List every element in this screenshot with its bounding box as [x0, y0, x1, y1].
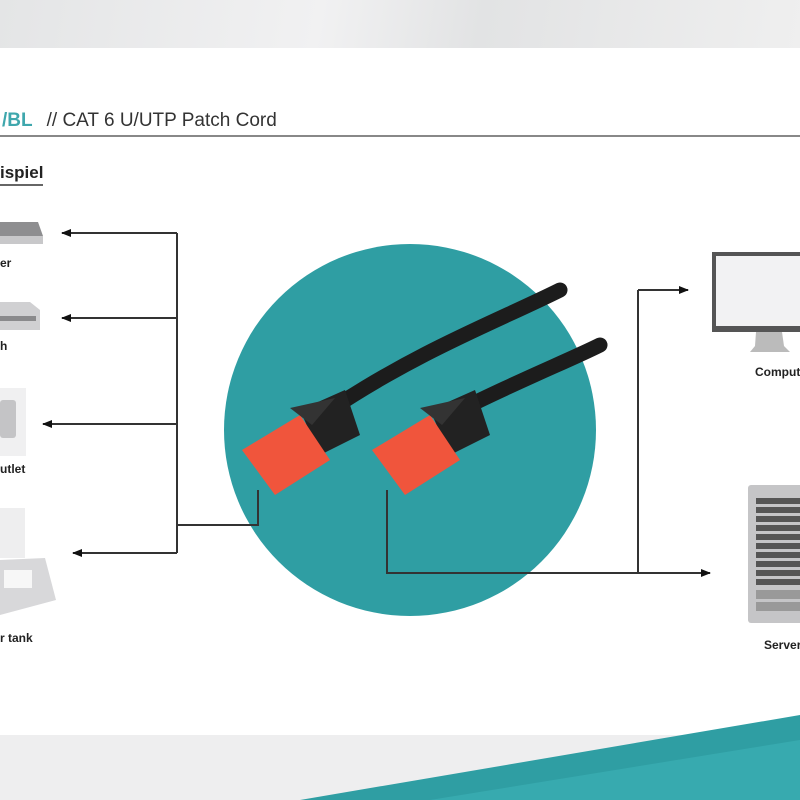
- switch-icon: [0, 302, 40, 330]
- bottom-band: [0, 715, 800, 800]
- top-band: [0, 0, 800, 48]
- floor-tank-icon: [0, 508, 56, 615]
- rj45-plug-right: [372, 390, 490, 495]
- wall-outlet-icon: [0, 388, 26, 456]
- router-icon: [0, 222, 43, 244]
- page-title: /BL // CAT 6 U/UTP Patch Cord: [2, 110, 277, 132]
- device-label-outlet: utlet: [0, 462, 26, 476]
- title-text: // CAT 6 U/UTP Patch Cord: [46, 110, 277, 131]
- rj45-plug-left: [242, 390, 360, 495]
- device-label-switch: h: [0, 339, 8, 353]
- product-code: /BL: [2, 110, 33, 131]
- device-label-computer: Comput: [755, 365, 800, 379]
- server-icon: [748, 485, 800, 623]
- device-label-server: Server: [764, 638, 800, 652]
- left-connectors: [42, 229, 259, 557]
- right-connectors: [386, 286, 711, 577]
- patch-cord: [242, 282, 608, 495]
- monitor-icon: [712, 252, 800, 352]
- title-divider: [0, 135, 800, 137]
- section-title: ispiel: [0, 163, 44, 186]
- device-label-router: er: [0, 256, 12, 270]
- device-label-floor-tank: r tank: [0, 631, 33, 645]
